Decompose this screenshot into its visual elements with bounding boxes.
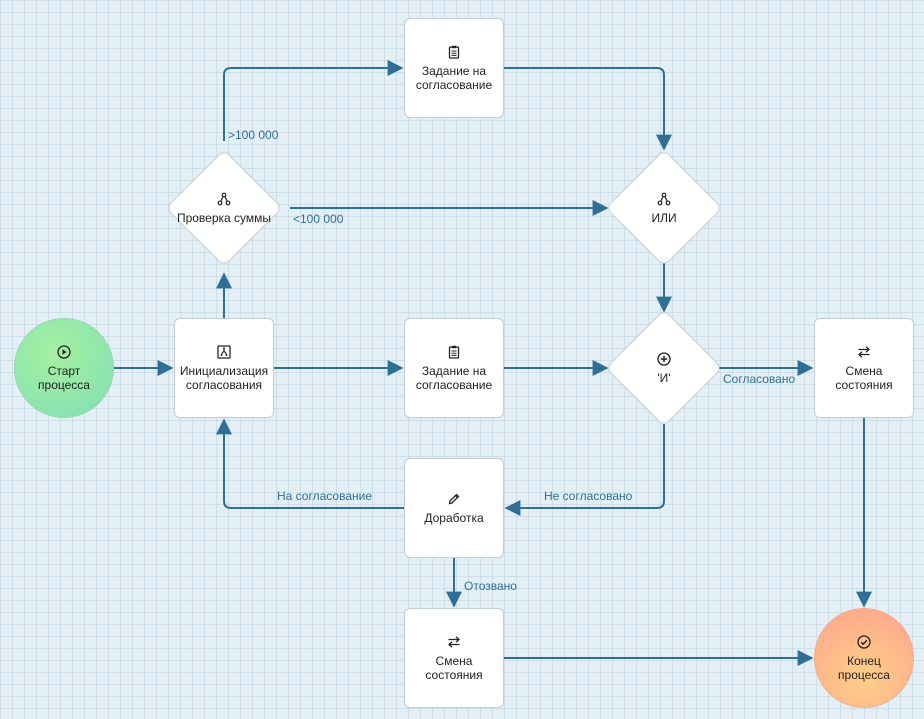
edge-label-withdrawn: Отозвано	[464, 579, 517, 593]
edge-check-task-top	[223, 60, 404, 141]
and-gate-node-label: 'И'	[657, 370, 671, 385]
check-sum-node[interactable]: Проверка суммы	[164, 168, 284, 248]
branch-box-icon	[217, 344, 231, 359]
init-node-label: Инициализация согласования	[179, 363, 269, 392]
fork-icon	[657, 192, 671, 205]
edge-label-approved: Согласовано	[723, 372, 796, 386]
check-sum-node-label: Проверка суммы	[176, 210, 272, 225]
and-gate-node[interactable]: 'И'	[624, 328, 704, 408]
or-gate-node-label: ИЛИ	[651, 210, 677, 225]
swap-icon	[448, 635, 460, 648]
edge-and-rework	[504, 424, 665, 516]
edge-label-gt: >100 000	[228, 128, 279, 142]
check-sum-diamond-shape	[168, 152, 280, 264]
init-node[interactable]: Инициализация согласования	[174, 318, 274, 418]
swap-icon	[858, 345, 870, 358]
end-node-label: Конец процесса	[838, 653, 890, 682]
clipboard-icon	[448, 345, 460, 359]
task-top-node[interactable]: Задание на согласование	[404, 18, 504, 118]
edge-label-lt: <100 000	[293, 212, 344, 226]
check-circle-icon	[857, 634, 871, 649]
task-top-node-label: Задание на согласование	[415, 63, 493, 92]
state-bottom-node-label: Смена состояния	[425, 653, 483, 682]
clipboard-icon	[448, 45, 460, 59]
edge-rework-init	[216, 418, 404, 509]
rework-node[interactable]: Доработка	[404, 458, 504, 558]
state-right-node[interactable]: Смена состояния	[814, 318, 914, 418]
plus-circle-icon	[657, 351, 671, 366]
edge-label-not-approved: Не согласовано	[544, 489, 633, 503]
edge-task-top-or	[504, 67, 672, 151]
and-gate-diamond-shape	[608, 312, 720, 424]
fork-icon	[217, 192, 231, 205]
start-node-label: Старт процесса	[38, 363, 90, 392]
task-mid-node[interactable]: Задание на согласование	[404, 318, 504, 418]
pencil-icon	[448, 493, 460, 504]
start-node[interactable]: Старт процесса	[14, 318, 114, 418]
rework-node-label: Доработка	[424, 510, 484, 525]
edge-label-to-approval: На согласование	[277, 489, 372, 503]
state-right-node-label: Смена состояния	[835, 363, 893, 392]
or-gate-node[interactable]: ИЛИ	[624, 168, 704, 248]
task-mid-node-label: Задание на согласование	[415, 363, 493, 392]
play-icon	[57, 344, 71, 359]
state-bottom-node[interactable]: Смена состояния	[404, 608, 504, 708]
end-node[interactable]: Конец процесса	[814, 608, 914, 708]
or-gate-diamond-shape	[608, 152, 720, 264]
